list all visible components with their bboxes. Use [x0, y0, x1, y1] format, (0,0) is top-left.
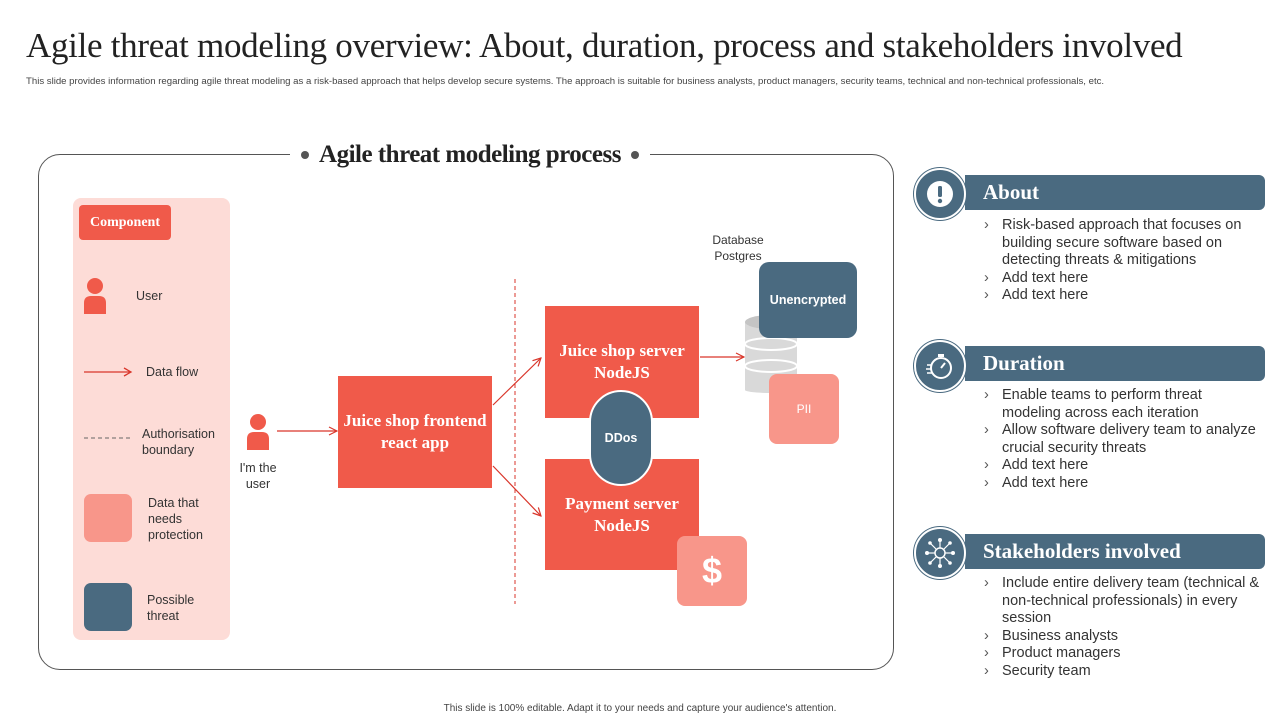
about-item: Risk-based approach that focuses on buil…: [984, 217, 1264, 270]
about-item: Add text here: [984, 287, 1264, 305]
auth-boundary-line-icon: [84, 437, 132, 439]
stopwatch-icon: [914, 340, 966, 392]
title-dot-right: [630, 151, 639, 159]
stakeholders-item: Business analysts: [984, 628, 1264, 646]
possible-threat-swatch: [84, 583, 132, 631]
data-flow-arrow-icon: [84, 367, 133, 377]
unencrypted-threat-badge: Unencrypted: [759, 262, 857, 338]
stakeholders-item: Security team: [984, 663, 1264, 681]
database-label: Database Postgres: [712, 233, 764, 263]
process-title: Agile threat modeling process: [319, 141, 621, 168]
duration-list: Enable teams to perform threat modeling …: [984, 387, 1264, 492]
data-protection-swatch: [84, 494, 132, 542]
ddos-threat-badge: DDos: [589, 390, 653, 486]
legend-auth-boundary-label: Authorisation boundary: [142, 427, 215, 457]
duration-header: Duration: [965, 346, 1265, 381]
network-icon: [914, 527, 966, 579]
legend-data-flow-label: Data flow: [146, 365, 199, 379]
duration-item: Allow software delivery team to analyze …: [984, 422, 1264, 457]
stakeholders-header: Stakeholders involved: [965, 534, 1265, 569]
flow-arrow-frontend-server: [492, 358, 541, 406]
about-list: Risk-based approach that focuses on buil…: [984, 217, 1264, 305]
legend-data-protection-label: Data that needs protection: [148, 496, 203, 542]
about-header: About: [965, 175, 1265, 210]
legend-possible-threat-label: Possible threat: [147, 593, 195, 623]
frontend-box: Juice shop frontend react app: [338, 376, 492, 488]
stakeholders-item: Include entire delivery team (technical …: [984, 575, 1264, 628]
slide-subtitle: This slide provides information regardin…: [26, 76, 1105, 87]
duration-item: Add text here: [984, 475, 1264, 493]
diagram-user-icon: [247, 414, 269, 450]
process-title-wrap: Agile threat modeling process: [290, 138, 650, 172]
stakeholders-item: Product managers: [984, 645, 1264, 663]
title-dot-left: [301, 151, 310, 159]
exclamation-icon: [914, 168, 966, 220]
legend-header: Component: [79, 205, 171, 240]
duration-item: Enable teams to perform threat modeling …: [984, 387, 1264, 422]
dollar-icon: $: [677, 536, 747, 606]
flow-arrow-frontend-payment: [492, 465, 541, 516]
pii-badge: PII: [769, 374, 839, 444]
duration-item: Add text here: [984, 457, 1264, 475]
footer-note: This slide is 100% editable. Adapt it to…: [443, 703, 837, 714]
stakeholders-list: Include entire delivery team (technical …: [984, 575, 1264, 680]
legend-user-label: User: [136, 289, 163, 303]
about-item: Add text here: [984, 270, 1264, 288]
legend-panel: [73, 198, 230, 640]
slide-title: Agile threat modeling overview: About, d…: [26, 26, 1183, 65]
server-box: Juice shop server NodeJS: [545, 306, 699, 418]
user-icon: [84, 278, 106, 314]
diagram-user-label: I'm the user: [239, 461, 277, 491]
